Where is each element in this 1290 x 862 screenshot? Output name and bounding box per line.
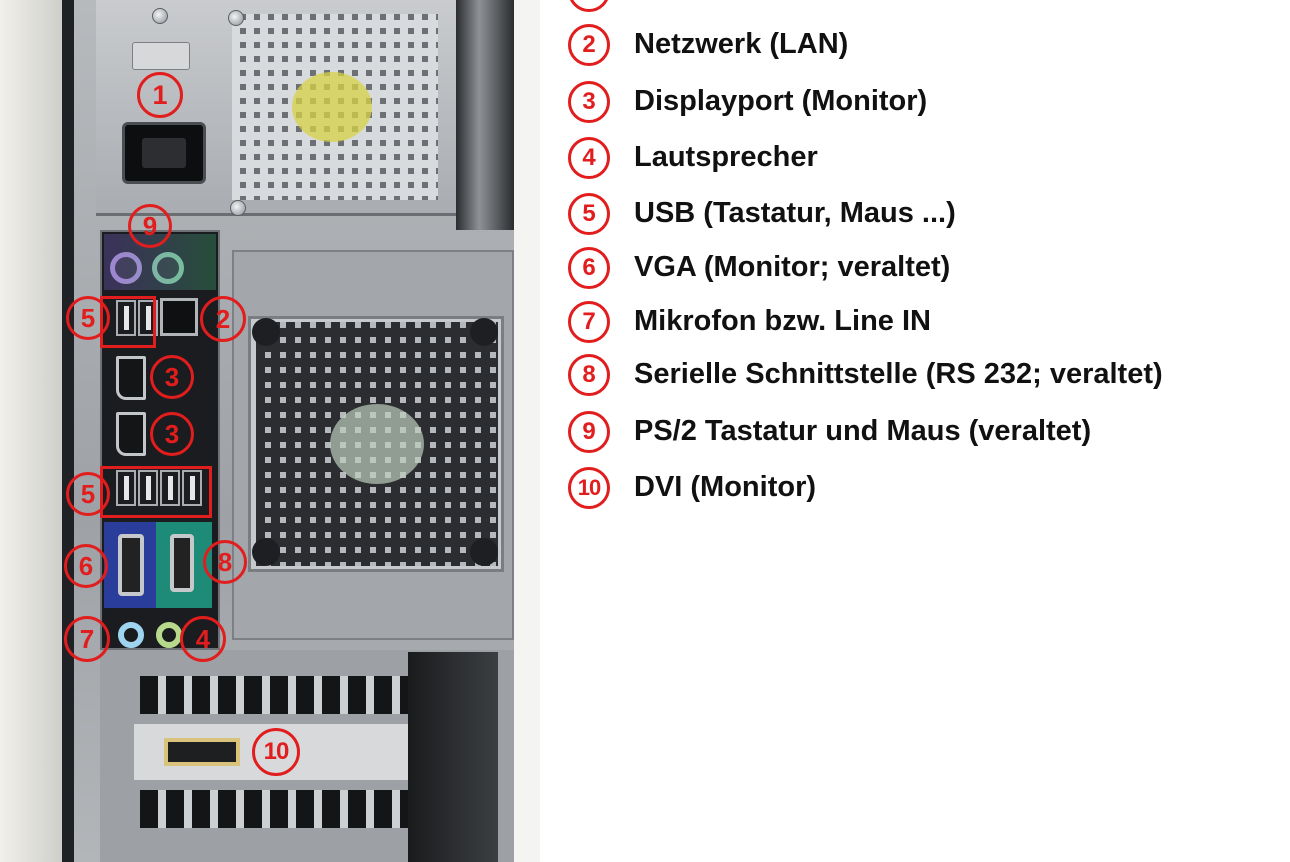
mic-jack xyxy=(118,622,144,648)
legend-item: 5 USB (Tastatur, Maus ...) xyxy=(560,189,1285,237)
legend-label: DVI (Monitor) xyxy=(634,471,817,503)
psu-fan-grill xyxy=(232,14,438,200)
callout-3-top: 3 xyxy=(150,355,194,399)
usb-group-bottom-highlight xyxy=(100,466,212,518)
legend-item: 10 DVI (Monitor) xyxy=(560,463,1285,511)
slot-cover xyxy=(140,790,410,828)
legend-item: 2 Netzwerk (LAN) xyxy=(560,20,1285,68)
legend-item: 1 xyxy=(560,0,1285,14)
callout-6: 6 xyxy=(64,544,108,588)
legend-number-badge: 4 xyxy=(568,137,610,179)
callout-5-top: 5 xyxy=(66,296,110,340)
legend-item: 7 Mikrofon bzw. Line IN xyxy=(560,297,1285,345)
legend-item: 6 VGA (Monitor; veraltet) xyxy=(560,243,1285,291)
legend-label: VGA (Monitor; veraltet) xyxy=(634,251,951,283)
legend-number-badge: 9 xyxy=(568,411,610,453)
screw xyxy=(230,200,246,216)
displayport xyxy=(116,412,146,456)
callout-1: 1 xyxy=(137,72,183,118)
fan-screw-hole xyxy=(470,318,498,346)
fan-screw-hole xyxy=(252,318,280,346)
vga-port xyxy=(118,534,144,596)
legend-number-badge: 6 xyxy=(568,247,610,289)
case-side xyxy=(0,0,62,862)
legend-label: Displayport (Monitor) xyxy=(634,85,928,117)
case-edge xyxy=(62,0,74,862)
slot-latch xyxy=(408,652,498,862)
callout-9: 9 xyxy=(128,204,172,248)
power-socket-pins xyxy=(142,138,186,168)
legend-label: Serielle Schnittstelle (RS 232; veraltet… xyxy=(634,358,1163,390)
callout-10: 10 xyxy=(252,728,300,776)
fan-screw-hole xyxy=(470,538,498,566)
legend-number-badge: 1 xyxy=(568,0,610,12)
case-bracket xyxy=(456,0,514,230)
legend-number-badge: 7 xyxy=(568,301,610,343)
usb-port xyxy=(160,470,180,506)
slot-cover xyxy=(140,676,410,714)
port-legend: 1 2 Netzwerk (LAN) 3 Displayport (Monito… xyxy=(560,0,1285,862)
ps2-mouse-port xyxy=(110,252,142,284)
ps2-keyboard-port xyxy=(152,252,184,284)
callout-2: 2 xyxy=(200,296,246,342)
legend-label: Netzwerk (LAN) xyxy=(634,28,849,60)
callout-4: 4 xyxy=(180,616,226,662)
legend-label: PS/2 Tastatur und Maus (veraltet) xyxy=(634,415,1092,447)
serial-port xyxy=(170,534,194,592)
psu-switch xyxy=(132,42,190,70)
usb-port xyxy=(116,300,136,336)
legend-item: 9 PS/2 Tastatur und Maus (veraltet) xyxy=(560,407,1285,455)
case-fan-hub xyxy=(330,404,424,484)
callout-5-bottom: 5 xyxy=(66,472,110,516)
dvi-port xyxy=(164,738,240,766)
usb-port xyxy=(138,470,158,506)
callout-7: 7 xyxy=(64,616,110,662)
lan-port xyxy=(160,298,198,336)
usb-port xyxy=(182,470,202,506)
psu-fan-hub xyxy=(292,72,372,142)
screw xyxy=(228,10,244,26)
callout-8: 8 xyxy=(203,540,247,584)
legend-number-badge: 8 xyxy=(568,354,610,396)
legend-number-badge: 3 xyxy=(568,81,610,123)
legend-number-badge: 2 xyxy=(568,24,610,66)
displayport xyxy=(116,356,146,400)
legend-number-badge: 10 xyxy=(568,467,610,509)
legend-label: Mikrofon bzw. Line IN xyxy=(634,305,931,337)
legend-label: USB (Tastatur, Maus ...) xyxy=(634,197,956,229)
usb-port xyxy=(116,470,136,506)
fan-screw-hole xyxy=(252,538,280,566)
legend-item: 3 Displayport (Monitor) xyxy=(560,77,1285,125)
legend-item: 8 Serielle Schnittstelle (RS 232; veralt… xyxy=(560,350,1285,398)
pc-rear-panel-photo: 1 9 5 2 3 3 5 6 8 7 4 10 xyxy=(0,0,540,862)
callout-3-bottom: 3 xyxy=(150,412,194,456)
wall-edge xyxy=(514,0,540,862)
screw xyxy=(152,8,168,24)
legend-item: 4 Lautsprecher xyxy=(560,133,1285,181)
legend-label: Lautsprecher xyxy=(634,141,818,173)
legend-number-badge: 5 xyxy=(568,193,610,235)
speaker-jack xyxy=(156,622,182,648)
